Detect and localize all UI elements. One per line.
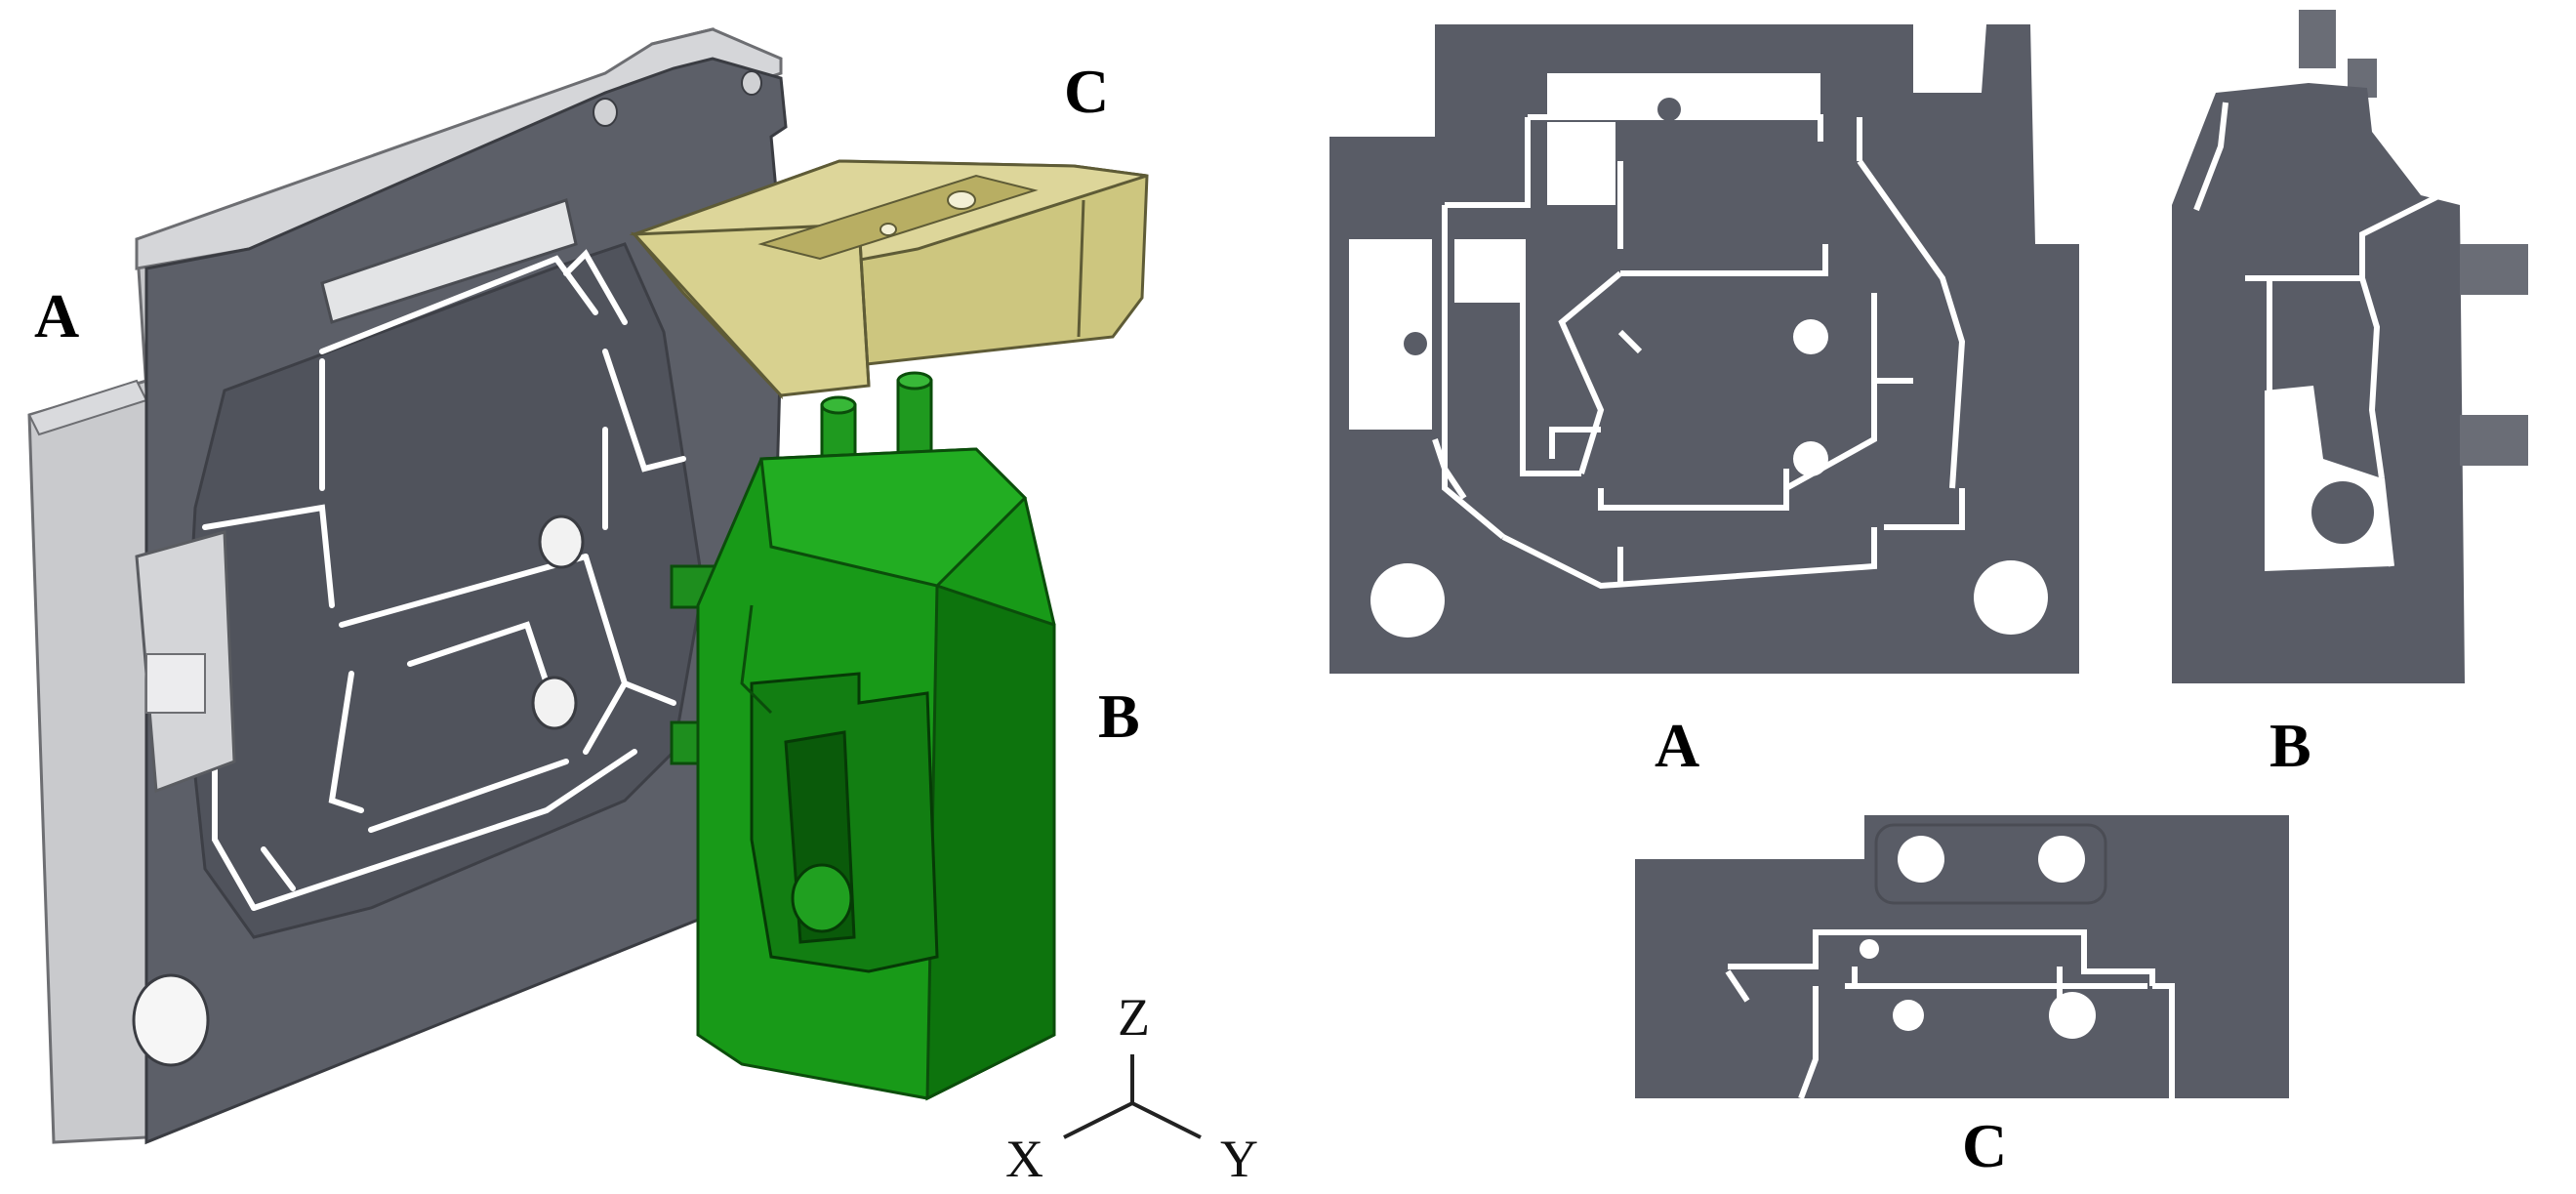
hole-upper (538, 515, 585, 569)
hole-corner (132, 973, 210, 1067)
view-c-hole-1 (1898, 836, 1944, 883)
view-a-hole-4 (1974, 560, 2048, 635)
iso-label-a: A (34, 281, 79, 350)
slider-c-3d (629, 159, 1149, 400)
view-label-c: C (1962, 1111, 2007, 1180)
insert-b-3d (670, 371, 1056, 1101)
view-label-b: B (2269, 711, 2311, 780)
hole-lower (531, 676, 578, 730)
iso-label-c: C (1064, 57, 1109, 126)
view-a: A (1329, 24, 2079, 780)
view-label-a: A (1655, 711, 1699, 780)
view-c-hole-2 (2038, 836, 2085, 883)
axis-x-label: X (1005, 1130, 1043, 1188)
view-c-hole-4 (2049, 992, 2096, 1039)
axis-y-label: Y (1220, 1130, 1258, 1188)
view-a-hole-3 (1370, 563, 1445, 638)
view-c: C (1635, 815, 2289, 1180)
view-b: B (2172, 10, 2528, 780)
iso-label-b: B (1098, 681, 1140, 751)
axis-triad: Z X Y (1005, 988, 1258, 1188)
plate-a-3d (27, 27, 788, 1145)
isometric-assembly: A B C Z X Y (27, 27, 1258, 1188)
axis-z-label: Z (1118, 988, 1150, 1047)
view-a-hole-2 (1793, 441, 1828, 476)
view-c-hole-3 (1893, 1000, 1924, 1031)
view-a-hole-1 (1793, 319, 1828, 354)
